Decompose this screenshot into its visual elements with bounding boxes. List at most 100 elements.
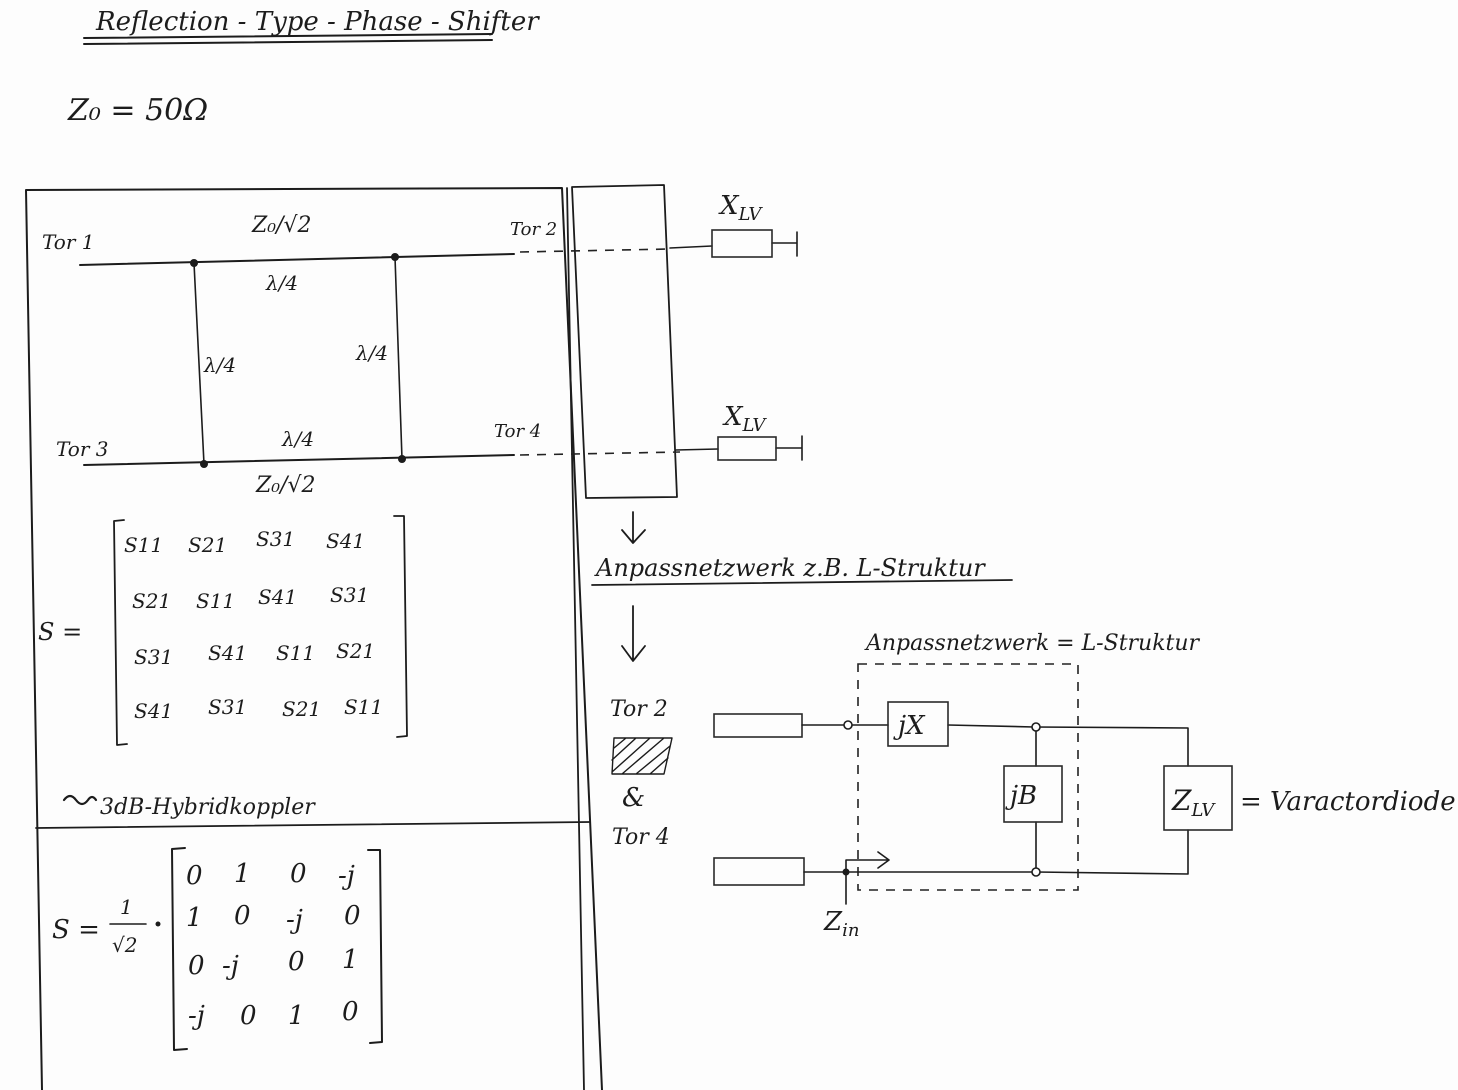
s-matrix-cell: S41 bbox=[208, 641, 247, 665]
wire-top bbox=[801, 724, 1189, 767]
s-matrix-cell: S21 bbox=[336, 639, 375, 663]
ideal-matrix-cell: 1 bbox=[342, 945, 359, 975]
ideal-matrix-cell: -j bbox=[188, 1001, 205, 1031]
ideal-matrix-cell: -j bbox=[338, 861, 355, 891]
s-matrix-cell: S31 bbox=[330, 583, 369, 607]
branch-line-bottom bbox=[83, 454, 515, 466]
matching-port-top: Tor 2 bbox=[610, 697, 668, 722]
s-matrix-cell: S41 bbox=[134, 699, 173, 723]
ideal-matrix-cell: 0 bbox=[344, 901, 361, 931]
ideal-matrix-cell: 0 bbox=[288, 947, 305, 977]
hatched-mark bbox=[611, 737, 673, 775]
terminal-dot bbox=[1031, 722, 1041, 732]
matching-port-bottom: Tor 4 bbox=[612, 825, 670, 850]
down-arrow-icon bbox=[621, 511, 646, 544]
matching-heading-underline bbox=[591, 579, 1013, 586]
s-matrix-cell: S31 bbox=[256, 527, 295, 551]
ideal-matrix-cell: 0 bbox=[234, 901, 251, 931]
page-title: Reflection - Type - Phase - Shifter bbox=[95, 7, 540, 37]
branch-line-right bbox=[394, 256, 403, 460]
load-bottom-box bbox=[717, 436, 777, 461]
ideal-matrix-cells: 0 1 0 -j 1 0 -j 0 0 -j 0 1 -j 0 1 0 bbox=[186, 859, 361, 1031]
multiply-dot bbox=[155, 921, 161, 927]
port-dash-bottom bbox=[519, 451, 681, 456]
impedance-top-label: Z₀/√2 bbox=[251, 213, 312, 238]
quarter-wave-bottom: λ/4 bbox=[281, 427, 314, 451]
s-matrix-cells: S11 S21 S31 S41 S21 S11 S41 S31 S31 S41 … bbox=[124, 527, 383, 723]
port-3-label: Tor 3 bbox=[56, 437, 108, 461]
matching-network-box bbox=[857, 663, 1079, 891]
load-top-label: XLV bbox=[718, 191, 763, 225]
ideal-matrix-cell: 0 bbox=[188, 951, 205, 981]
coupler-caption: 3dB-Hybridkoppler bbox=[100, 795, 316, 820]
z0-label: Z₀ = 50Ω bbox=[67, 93, 208, 128]
ideal-matrix-cell: 0 bbox=[342, 997, 359, 1027]
junction-dot bbox=[398, 455, 406, 463]
series-reactance-box bbox=[887, 701, 949, 747]
s-matrix-cell: S41 bbox=[326, 529, 365, 553]
s-matrix-bracket-left bbox=[113, 519, 128, 746]
s-matrix-cell: S21 bbox=[282, 697, 321, 721]
ideal-matrix-cell: -j bbox=[222, 951, 239, 981]
ideal-matrix-cell: 1 bbox=[186, 903, 203, 933]
terminal-dot bbox=[843, 720, 853, 730]
ideal-matrix-cell: 0 bbox=[186, 861, 203, 891]
caption-scribble bbox=[62, 794, 98, 806]
junction-dot bbox=[391, 253, 399, 261]
port-dash-top bbox=[519, 248, 671, 253]
port-2-label: Tor 2 bbox=[510, 219, 557, 240]
load-bottom-label: XLV bbox=[722, 402, 767, 436]
title-underline bbox=[83, 33, 493, 45]
s-matrix-lhs: S = bbox=[38, 618, 82, 646]
quarter-wave-right: λ/4 bbox=[355, 341, 388, 365]
ideal-matrix-cell: 1 bbox=[234, 859, 251, 889]
junction-dot bbox=[200, 460, 208, 468]
junction-dot bbox=[190, 259, 198, 267]
quarter-wave-top: λ/4 bbox=[265, 271, 298, 295]
load-bottom-lead bbox=[675, 435, 803, 461]
s-matrix-cell: S11 bbox=[196, 589, 235, 613]
matching-heading: Anpassnetzwerk z.B. L-Struktur bbox=[594, 554, 986, 582]
left-frame bbox=[25, 187, 603, 1090]
s-matrix-cell: S21 bbox=[188, 533, 227, 557]
impedance-bottom-label: Z₀/√2 bbox=[255, 473, 316, 498]
zin-arrow-icon bbox=[845, 851, 890, 905]
coupler-divider bbox=[35, 821, 591, 829]
series-reactance-label: jX bbox=[893, 711, 926, 741]
ideal-matrix-cell: 0 bbox=[240, 1001, 257, 1031]
s-matrix-cell: S21 bbox=[132, 589, 171, 613]
varactor-load-label: ZLV bbox=[1171, 784, 1216, 821]
right-frame bbox=[571, 184, 678, 499]
s-matrix-cell: S31 bbox=[208, 695, 247, 719]
port-4-label: Tor 4 bbox=[494, 421, 541, 442]
load-top-lead bbox=[669, 231, 798, 257]
ideal-matrix-factor-den: √2 bbox=[112, 933, 137, 957]
wire-bottom bbox=[803, 829, 1189, 875]
ideal-matrix-cell: 0 bbox=[290, 859, 307, 889]
varactor-equals-label: = Varactordiode bbox=[1240, 787, 1456, 817]
ideal-matrix-lhs: S = bbox=[52, 915, 100, 945]
s-matrix-cell: S41 bbox=[258, 585, 297, 609]
ideal-matrix-bracket-right bbox=[367, 849, 383, 1044]
ideal-matrix-factor-num: 1 bbox=[120, 895, 133, 919]
branch-line-top bbox=[79, 253, 515, 266]
input-line-top bbox=[713, 713, 803, 738]
load-top-box bbox=[711, 229, 773, 258]
s-matrix-cell: S11 bbox=[276, 641, 315, 665]
s-matrix-cell: S11 bbox=[124, 533, 163, 557]
branch-line-left bbox=[193, 262, 205, 465]
s-matrix-cell: S31 bbox=[134, 645, 173, 669]
quarter-wave-left: λ/4 bbox=[203, 353, 236, 377]
ideal-matrix-cell: 1 bbox=[288, 1001, 305, 1031]
zin-label: Zin bbox=[823, 907, 859, 941]
varactor-load-box bbox=[1163, 765, 1233, 831]
left-frame-inner bbox=[566, 187, 585, 1090]
input-line-bottom bbox=[713, 857, 805, 886]
matching-port-ampersand: & bbox=[622, 783, 645, 813]
matching-box-label: Anpassnetzwerk = L-Struktur bbox=[864, 631, 1201, 656]
shunt-susceptance-label: jB bbox=[1005, 781, 1037, 811]
shunt-susceptance-box bbox=[1003, 765, 1063, 823]
port-1-label: Tor 1 bbox=[42, 230, 94, 254]
